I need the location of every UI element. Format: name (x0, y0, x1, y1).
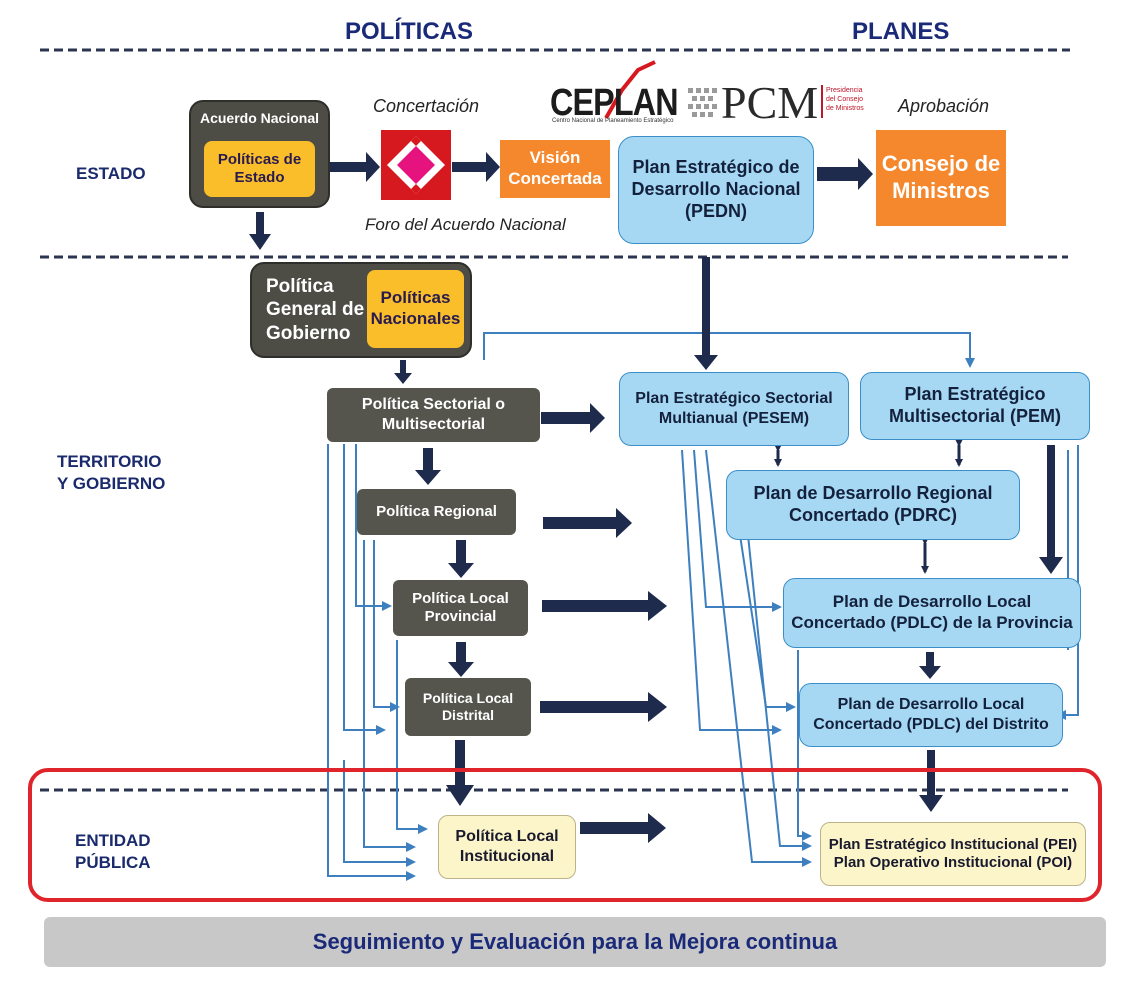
pei-poi-box: Plan Estratégico Institucional (PEI) Pla… (820, 822, 1086, 886)
level-territorio: TERRITORIO Y GOBIERNO (57, 452, 166, 493)
politicas-estado-box: Políticas de Estado (204, 141, 315, 197)
pem-box: Plan Estratégico Multisectorial (PEM) (860, 372, 1090, 440)
pcm-emblem-icon (688, 88, 717, 117)
consejo-ministros-box: Consejo de Ministros (876, 130, 1006, 226)
pdrc-box: Plan de Desarrollo Regional Concertado (… (726, 470, 1020, 540)
ceplan-logo: CEPLAN (550, 82, 679, 124)
concertacion-label: Concertación (373, 96, 480, 116)
ceplan-check-icon (604, 60, 656, 119)
header-planes: PLANES (852, 18, 950, 45)
vision-concertada-box: Visión Concertada (500, 140, 610, 198)
pdlc-distrito-box: Plan de Desarrollo Local Concertado (PDL… (799, 683, 1063, 747)
politica-institucional-box: Política Local Institucional (438, 815, 576, 879)
dashed-separators (40, 48, 1070, 792)
aprobacion-label: Aprobación (898, 96, 990, 116)
double-arrows (774, 439, 963, 574)
politica-sectorial-box: Política Sectorial o Multisectorial (327, 388, 540, 442)
politica-general-label: Política General de Gobierno (266, 276, 365, 344)
blue-connectors (327, 332, 1079, 881)
navy-connectors (249, 152, 1063, 843)
foro-label: Foro del Acuerdo Nacional (365, 215, 566, 234)
footer-banner: Seguimiento y Evaluación para la Mejora … (44, 917, 1106, 967)
pcm-logo: PCM (721, 77, 819, 128)
politica-regional-box: Política Regional (357, 489, 516, 535)
entidad-frame (28, 768, 1102, 902)
foro-logo-icon (381, 130, 451, 200)
pdlc-provincia-box: Plan de Desarrollo Local Concertado (PDL… (783, 578, 1081, 648)
pcm-subtitle: Presidencia del Consejo de Ministros (826, 87, 864, 112)
pedn-box: Plan Estratégico de Desarrollo Nacional … (618, 136, 814, 244)
politica-provincial-box: Política Local Provincial (393, 580, 528, 636)
acuerdo-nacional-label: Acuerdo Nacional (199, 110, 320, 126)
politica-distrital-box: Política Local Distrital (405, 678, 531, 736)
politicas-nacionales-box: Políticas Nacionales (367, 270, 464, 348)
header-politicas: POLÍTICAS (345, 18, 474, 45)
level-entidad: ENTIDAD PÚBLICA (75, 831, 151, 872)
pesem-box: Plan Estratégico Sectorial Multianual (P… (619, 372, 849, 446)
ceplan-subtitle: Centro Nacional de Planeamiento Estratég… (552, 118, 674, 124)
level-estado: ESTADO (76, 164, 146, 183)
